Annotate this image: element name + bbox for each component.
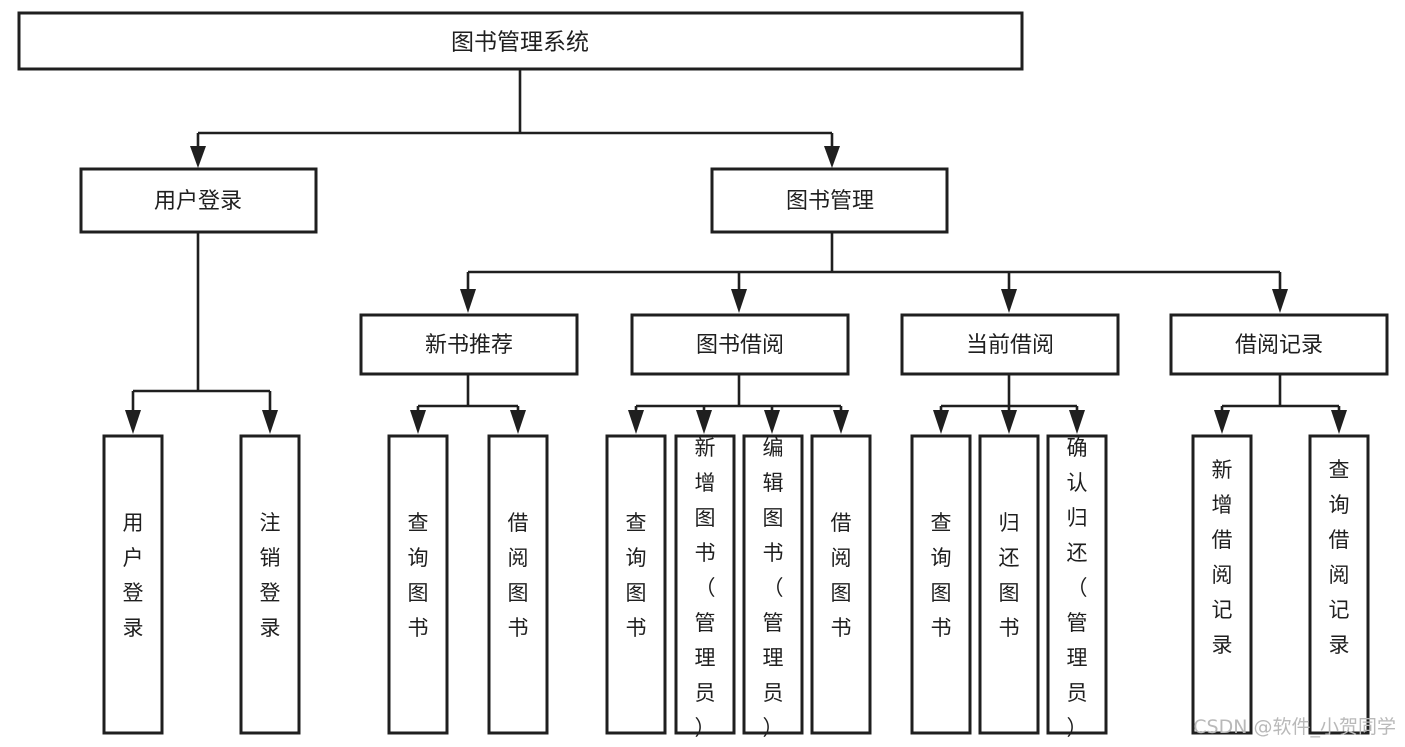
node-book-borrow-box[interactable] — [630, 313, 850, 376]
leaf-box[interactable] — [102, 434, 164, 735]
arrow-head-book-manage — [824, 146, 840, 168]
leaf-box[interactable] — [1308, 434, 1370, 735]
node-new-book-recommend[interactable]: 新书推荐 — [359, 313, 579, 376]
leaf-label-logout: 注销登录 — [260, 511, 281, 640]
leaf-box[interactable] — [978, 434, 1040, 735]
leaf-node-bookborrow-borrow[interactable]: 借阅图书 — [810, 434, 872, 735]
node-book-manage-box[interactable] — [710, 167, 949, 234]
node-current-borrow[interactable]: 当前借阅 — [900, 313, 1120, 376]
node-root[interactable]: 图书管理系统 — [17, 11, 1024, 71]
leaf-box[interactable] — [239, 434, 301, 735]
leaf-node-user-login-login[interactable]: 用户登录 — [102, 434, 164, 735]
arrow-head-new-book — [460, 289, 476, 313]
arrow-head-user-login — [190, 146, 206, 168]
leaf-box[interactable] — [605, 434, 667, 735]
leaf-node-newbook-query[interactable]: 查询图书 — [387, 434, 449, 735]
leaf-node-currentborrow-confirm[interactable]: 确认归还（管理员） — [1046, 434, 1108, 740]
node-book-borrow-label: 图书借阅 — [696, 333, 784, 358]
leaf-node-bookborrow-edit[interactable]: 编辑图书（管理员） — [742, 434, 804, 740]
arrow-head-currentborrow-leaf-2 — [1001, 410, 1017, 434]
leaf-label-currentborrow-return: 归还图书 — [999, 511, 1020, 640]
arrow-head-book-borrow — [731, 289, 747, 313]
leaf-node-currentborrow-query[interactable]: 查询图书 — [910, 434, 972, 735]
leaf-label-currentborrow-query: 查询图书 — [931, 511, 952, 640]
leaf-label-borrowrecord-query: 查询借阅记录 — [1329, 458, 1350, 657]
leaf-box[interactable] — [674, 434, 736, 735]
arrow-head-bookborrow-leaf-4 — [833, 410, 849, 434]
arrow-head-current-borrow — [1001, 289, 1017, 313]
leaf-box[interactable] — [742, 434, 804, 735]
arrow-head-borrow-record — [1272, 289, 1288, 313]
connector-group-user-login — [125, 232, 278, 434]
node-current-borrow-box[interactable] — [900, 313, 1120, 376]
arrow-head-newbook-leaf-1 — [410, 410, 426, 434]
arrow-head-bookborrow-leaf-3 — [764, 410, 780, 434]
connector-group-root — [190, 69, 840, 168]
leaf-box[interactable] — [387, 434, 449, 735]
leaf-node-user-login-logout[interactable]: 注销登录 — [239, 434, 301, 735]
csdn-watermark: CSDN @软件_小贺同学 — [1193, 716, 1396, 738]
leaf-box[interactable] — [1046, 434, 1108, 735]
node-user-login-box[interactable] — [79, 167, 318, 234]
arrow-head-borrowrecord-leaf-2 — [1331, 410, 1347, 434]
arrow-head-currentborrow-leaf-3 — [1069, 410, 1085, 434]
connector-group-new-book — [410, 374, 526, 434]
node-new-book-recommend-box[interactable] — [359, 313, 579, 376]
arrow-head-user-leaf-2 — [262, 410, 278, 434]
node-borrow-record[interactable]: 借阅记录 — [1169, 313, 1389, 376]
arrow-head-user-leaf-1 — [125, 410, 141, 434]
leaf-label-bookborrow-edit: 编辑图书（管理员） — [763, 436, 784, 740]
connector-group-book-manage — [460, 232, 1288, 313]
leaf-label-newbook-borrow: 借阅图书 — [508, 511, 529, 640]
node-new-book-recommend-label: 新书推荐 — [425, 333, 513, 358]
leaf-box[interactable] — [487, 434, 549, 735]
connector-group-current-borrow — [933, 374, 1085, 434]
leaf-node-currentborrow-return[interactable]: 归还图书 — [978, 434, 1040, 735]
connector-group-borrow-record — [1214, 374, 1347, 434]
leaf-label-borrowrecord-add: 新增借阅记录 — [1212, 458, 1233, 657]
leaf-label-user-login: 用户登录 — [123, 511, 144, 640]
node-root-box[interactable] — [17, 11, 1024, 71]
leaf-node-bookborrow-add[interactable]: 新增图书（管理员） — [674, 434, 736, 740]
arrow-head-currentborrow-leaf-1 — [933, 410, 949, 434]
node-book-manage-label: 图书管理 — [786, 189, 874, 214]
node-root-label: 图书管理系统 — [451, 30, 589, 56]
leaf-label-newbook-query: 查询图书 — [408, 511, 429, 640]
leaf-node-newbook-borrow[interactable]: 借阅图书 — [487, 434, 549, 735]
node-book-manage[interactable]: 图书管理 — [710, 167, 949, 234]
arrow-head-bookborrow-leaf-2 — [696, 410, 712, 434]
node-current-borrow-label: 当前借阅 — [966, 333, 1054, 358]
node-user-login-label: 用户登录 — [154, 189, 242, 214]
leaf-box[interactable] — [910, 434, 972, 735]
arrow-head-bookborrow-leaf-1 — [628, 410, 644, 434]
leaf-label-currentborrow-confirm: 确认归还（管理员） — [1067, 436, 1088, 740]
connector-group-book-borrow — [628, 374, 849, 434]
arrow-head-borrowrecord-leaf-1 — [1214, 410, 1230, 434]
leaf-node-borrowrecord-query[interactable]: 查询借阅记录 — [1308, 434, 1370, 735]
leaf-label-bookborrow-add: 新增图书（管理员） — [695, 436, 716, 740]
leaf-label-bookborrow-query: 查询图书 — [626, 511, 647, 640]
leaf-node-borrowrecord-add[interactable]: 新增借阅记录 — [1191, 434, 1253, 735]
arrow-head-newbook-leaf-2 — [510, 410, 526, 434]
node-user-login[interactable]: 用户登录 — [79, 167, 318, 234]
leaf-label-bookborrow-borrow: 借阅图书 — [831, 511, 852, 640]
node-borrow-record-box[interactable] — [1169, 313, 1389, 376]
leaf-box[interactable] — [1191, 434, 1253, 735]
node-borrow-record-label: 借阅记录 — [1235, 333, 1323, 358]
leaf-box[interactable] — [810, 434, 872, 735]
node-book-borrow[interactable]: 图书借阅 — [630, 313, 850, 376]
leaf-node-bookborrow-query[interactable]: 查询图书 — [605, 434, 667, 735]
